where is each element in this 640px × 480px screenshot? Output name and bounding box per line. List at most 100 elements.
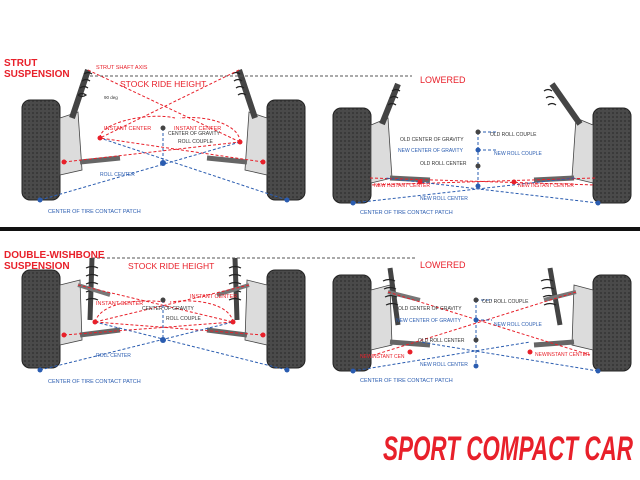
new-instant-center-label-right: NEW INSTANT CENTER [518, 183, 574, 189]
stock-ride-height-label: STOCK RIDE HEIGHT [120, 79, 206, 89]
contact-patch-point-right [284, 367, 290, 373]
roll-couple-label: ROLL COUPLE [178, 139, 213, 145]
contact-patch-point-left [37, 367, 43, 373]
contact-patch-point-left [350, 368, 356, 374]
wishbone-stock-diagram: DOUBLE-WISHBONE SUSPENSION STOCK RIDE HE… [4, 250, 415, 385]
strut-title-line2: SUSPENSION [4, 69, 70, 80]
roll-center-lines [352, 131, 599, 204]
new-cg-label: NEW CENTER OF GRAVITY [398, 148, 464, 154]
instant-center-point-left [92, 319, 98, 325]
new-roll-center-point [475, 183, 481, 189]
roll-center-lines [352, 299, 599, 372]
old-center-of-gravity-point [475, 129, 481, 135]
roll-center-lines [39, 300, 288, 371]
new-cg-label: NEW CENTER OF GRAVITY [396, 318, 462, 324]
instant-center-label-left: INSTANT CENTER [96, 301, 143, 307]
coilover-left [382, 267, 401, 326]
strut-right [231, 69, 258, 119]
tire-left [21, 99, 61, 201]
upright-left [59, 279, 83, 346]
upright-right [244, 279, 268, 346]
instant-center-point-left [97, 135, 103, 141]
knuckle-right [571, 117, 594, 184]
instant-center-label-right: INSTANT CENTER [190, 294, 237, 300]
lower-arm-left [389, 339, 431, 348]
contact-patch-point-right [595, 200, 601, 206]
new-center-of-gravity-point [475, 147, 481, 153]
strut-right [543, 82, 583, 126]
old-roll-center-point [475, 163, 481, 169]
contact-patch-label: CENTER OF TIRE CONTACT PATCH [48, 209, 141, 215]
section-divider [0, 227, 640, 231]
pivot-point-right [260, 332, 266, 338]
strut-shaft-axis-label: STRUT SHAFT AXIS [96, 65, 148, 71]
pivot-point-left [61, 159, 67, 165]
new-roll-couple-label: NEW ROLL COUPLE [494, 322, 543, 328]
center-of-gravity-point [160, 297, 166, 303]
instant-center-lines [63, 284, 264, 336]
upright-right [571, 284, 594, 351]
lower-arm-left [79, 155, 121, 165]
new-instant-center-point-right [527, 349, 533, 355]
angle-label: 90 deg [104, 95, 118, 100]
lower-arm-right [533, 339, 575, 348]
roll-center-label: ROLL CENTER [100, 172, 135, 178]
wishbone-lowered-diagram: LOWERED OLD ROLL COUPLE OLD CENTER OF GR… [332, 260, 632, 384]
upright-left [370, 284, 393, 351]
wishbone-title-line2: SUSPENSION [4, 261, 70, 272]
old-roll-center-label: OLD ROLL CENTER [418, 338, 465, 344]
tire-right [592, 107, 632, 204]
roll-center-point [160, 160, 166, 166]
center-of-gravity-label: CENTER OF GRAVITY [142, 306, 195, 312]
old-roll-center-point [473, 337, 479, 343]
tire-left [21, 269, 61, 369]
tire-left [332, 107, 372, 204]
strut-lowered-diagram: LOWERED OLD CENTER OF GRAVITY OLD ROLL C… [332, 75, 632, 216]
contact-patch-label: CENTER OF TIRE CONTACT PATCH [360, 378, 453, 384]
knuckle-left [59, 111, 83, 176]
tire-right [266, 99, 306, 201]
old-cg-label: OLD CENTER OF GRAVITY [398, 306, 462, 312]
roll-couple-label: ROLL COUPLE [166, 316, 201, 322]
instant-center-point-right [237, 139, 243, 145]
instant-center-lines [63, 69, 264, 163]
contact-patch-point-right [595, 368, 601, 374]
instant-center-point-right [230, 319, 236, 325]
lower-arm-right [206, 155, 248, 165]
old-roll-center-label: OLD ROLL CENTER [420, 161, 467, 167]
new-center-of-gravity-point [473, 317, 479, 323]
instant-center-label-right: INSTANT CENTER [174, 126, 221, 132]
strut-left [69, 69, 93, 119]
new-instant-center-lines [373, 291, 591, 356]
pivot-point-left [61, 332, 67, 338]
instant-center-label-left: INSTANT CENTER [104, 126, 151, 132]
old-roll-couple-label: OLD ROLL COUPLE [490, 132, 537, 138]
contact-patch-point-left [350, 200, 356, 206]
old-center-of-gravity-point [473, 297, 479, 303]
strut-title-line1: STRUT [4, 58, 37, 69]
lowered-title: LOWERED [420, 260, 466, 270]
strut-left [379, 82, 401, 126]
pivot-point-right [260, 159, 266, 165]
new-roll-center-label: NEW ROLL CENTER [420, 196, 468, 202]
new-roll-center-label: NEW ROLL CENTER [420, 362, 468, 368]
roll-center-point [160, 337, 166, 343]
contact-patch-label: CENTER OF TIRE CONTACT PATCH [360, 210, 453, 216]
brand-logo-text: SPORT COMPACT CAR [383, 430, 633, 468]
new-instant-center-lines [369, 177, 596, 186]
new-roll-couple-label: NEW ROLL COUPLE [494, 151, 543, 157]
stock-ride-height-label: STOCK RIDE HEIGHT [128, 261, 214, 271]
tire-right [592, 274, 632, 372]
new-roll-center-point [473, 363, 479, 369]
wishbone-title-line1: DOUBLE-WISHBONE [4, 250, 105, 261]
old-cg-label: OLD CENTER OF GRAVITY [400, 137, 464, 143]
center-of-gravity-point [160, 125, 166, 131]
roll-center-label: ROLL CENTER [96, 353, 131, 359]
knuckle-right [244, 111, 268, 176]
new-instant-center-label-right: NEWINSTANT CENTER [535, 352, 590, 358]
new-instant-center-label-left: NEWINSTANT CEN [360, 354, 405, 360]
center-of-gravity-label: CENTER OF GRAVITY [168, 131, 221, 137]
old-roll-couple-label: OLD ROLL COUPLE [482, 299, 529, 305]
new-instant-center-point-right [511, 179, 517, 185]
